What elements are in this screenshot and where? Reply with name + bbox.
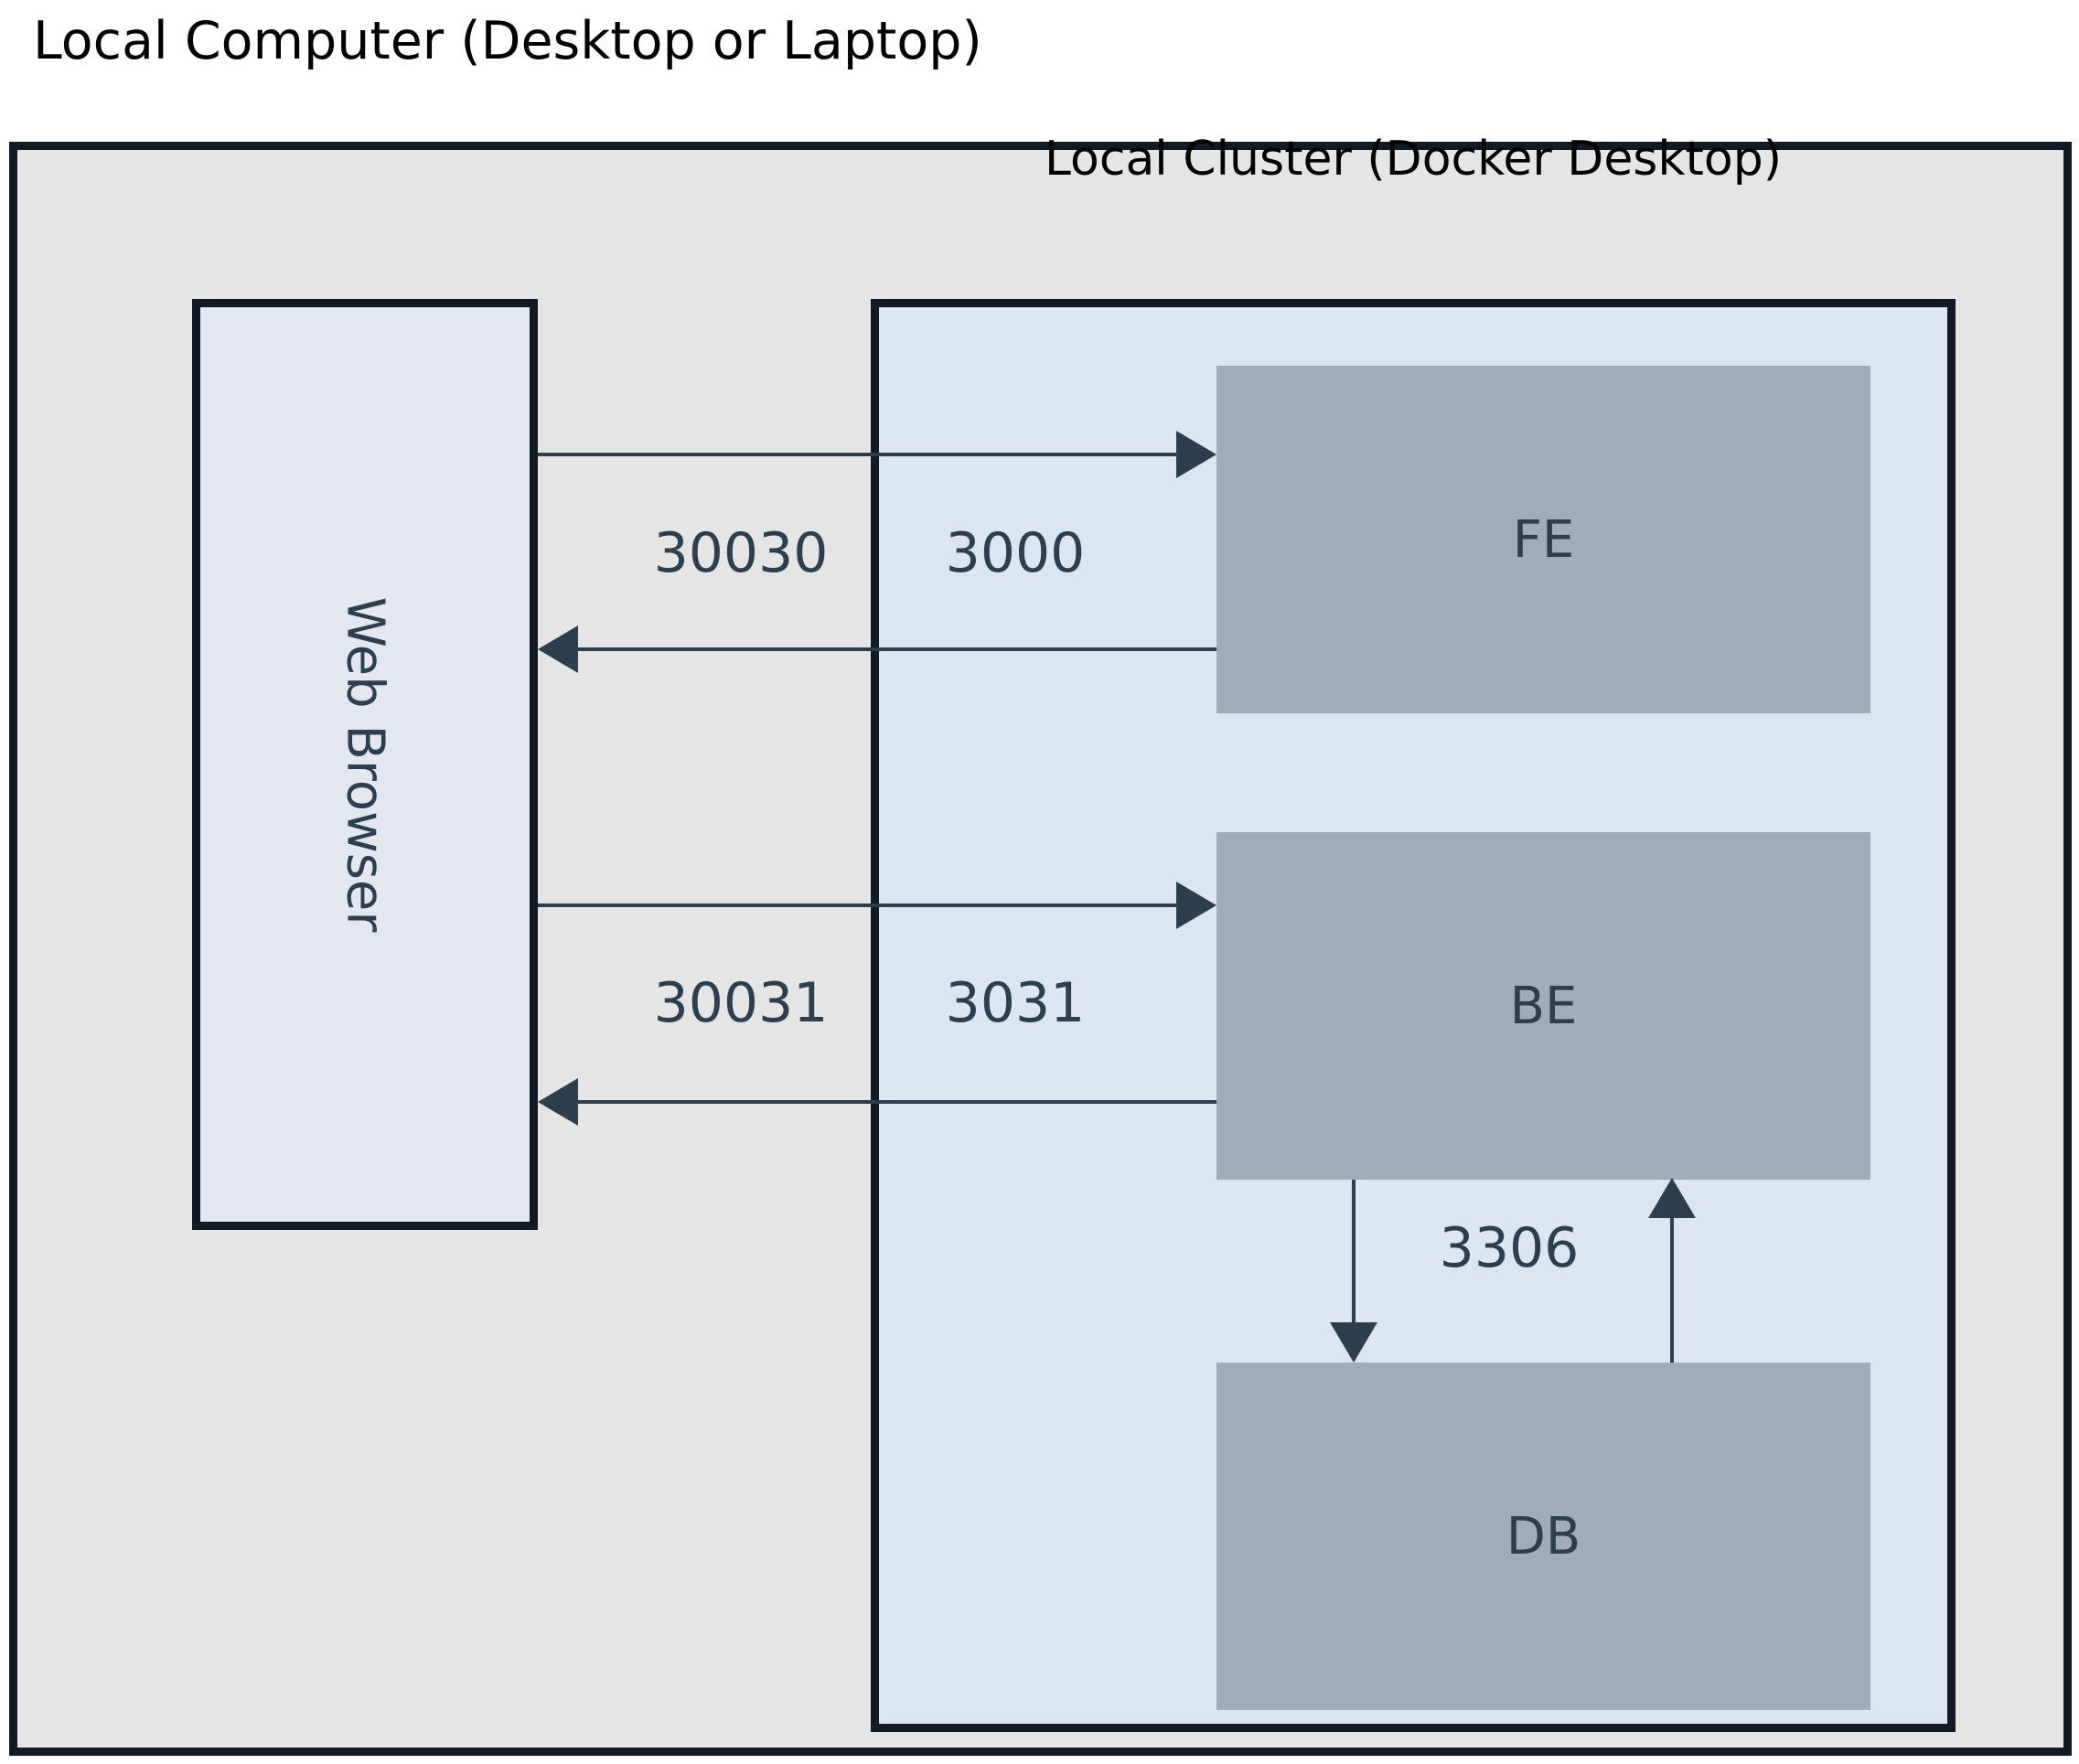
outer-container-title: Local Computer (Desktop or Laptop) — [33, 11, 982, 71]
web-browser-node[interactable]: Web Browser — [192, 299, 538, 1230]
port-label-fe-container: 3000 — [945, 521, 1086, 585]
cluster-container-title: Local Cluster (Docker Desktop) — [1044, 132, 1783, 187]
web-browser-label: Web Browser — [335, 596, 395, 933]
connector-be-to-browser-line — [578, 1100, 1216, 1104]
connector-be-to-db-arrowhead — [1330, 1322, 1377, 1363]
service-node-be[interactable]: BE — [1216, 832, 1870, 1180]
service-node-db[interactable]: DB — [1216, 1363, 1870, 1710]
connector-browser-to-fe-line — [538, 453, 1178, 456]
port-label-be-host: 30031 — [653, 971, 829, 1035]
connector-fe-to-browser-line — [578, 647, 1216, 651]
connector-be-to-db-line — [1352, 1180, 1356, 1324]
connector-db-to-be-line — [1670, 1218, 1674, 1363]
connector-be-to-browser-arrowhead — [538, 1078, 578, 1126]
service-label-fe: FE — [1512, 509, 1575, 570]
port-label-fe-host: 30030 — [653, 521, 829, 585]
connector-db-to-be-arrowhead — [1648, 1178, 1696, 1218]
port-label-be-container: 3031 — [945, 971, 1086, 1035]
connector-browser-to-fe-arrowhead — [1176, 431, 1216, 478]
connector-browser-to-be-arrowhead — [1176, 882, 1216, 929]
service-node-fe[interactable]: FE — [1216, 366, 1870, 713]
service-label-db: DB — [1506, 1506, 1581, 1566]
service-label-be: BE — [1509, 976, 1578, 1036]
connector-fe-to-browser-arrowhead — [538, 625, 578, 673]
connector-browser-to-be-line — [538, 903, 1178, 907]
port-label-db: 3306 — [1439, 1216, 1580, 1280]
